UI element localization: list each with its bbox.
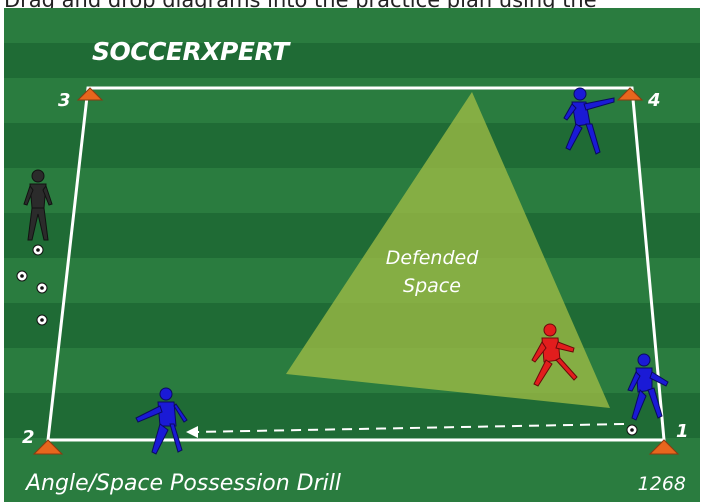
zone-label-line-1: Defended [386, 247, 479, 269]
cone-label-4: 4 [647, 90, 661, 111]
cone-label-1: 1 [676, 421, 689, 442]
ball-icon[interactable] [37, 315, 47, 325]
cone-label-3: 3 [58, 90, 71, 111]
cone-label-2: 2 [22, 427, 35, 448]
ball-icon[interactable] [33, 245, 43, 255]
zone-label-line-2: Space [403, 275, 461, 297]
diagram-title: Angle/Space Possession Drill [24, 471, 341, 496]
brand-logo: SOCCERXPERT [92, 37, 291, 66]
ball-icon[interactable] [17, 271, 27, 281]
drill-diagram: SOCCERXPERT 3 4 2 1 Defended Space [4, 8, 700, 502]
ball-icon[interactable] [37, 283, 47, 293]
pitch-grass [4, 8, 700, 502]
diagram-number: 1268 [638, 473, 686, 495]
ball-icon[interactable] [627, 425, 637, 435]
